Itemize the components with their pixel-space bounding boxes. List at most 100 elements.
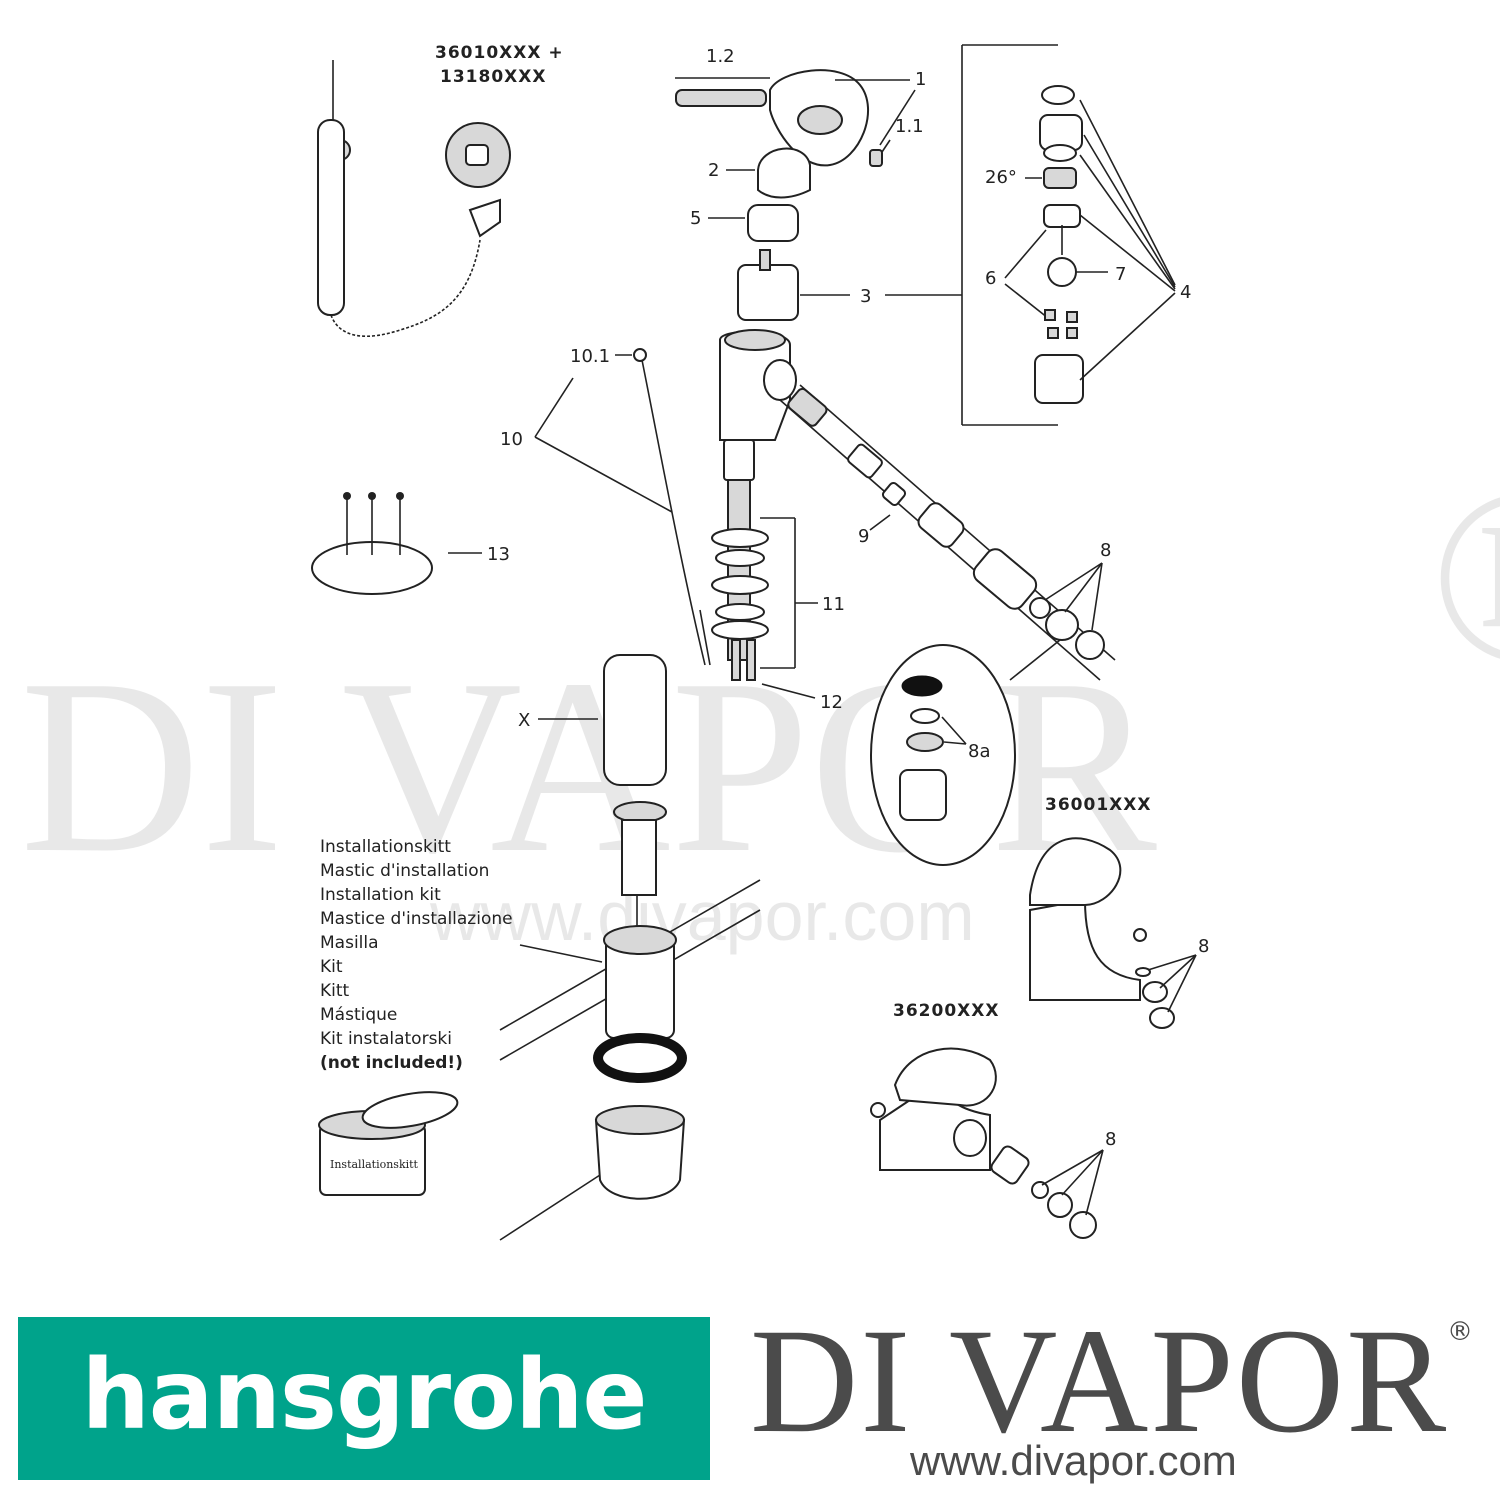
divapor-logo-name: DI VAPOR <box>750 1298 1449 1464</box>
aerator-detail: 8a <box>870 644 1016 866</box>
kit-line-6: Kitt <box>320 981 350 1001</box>
watermark: DI VAPOR ® www.divapor.com <box>20 438 1500 955</box>
rod-knob <box>633 348 647 362</box>
label-10-1: 10.1 <box>570 346 610 367</box>
variant-36001: 36001XXX 8 <box>1029 795 1209 1029</box>
connector-nut <box>787 387 828 427</box>
washer-4 <box>715 603 765 621</box>
stud-1 <box>731 639 741 681</box>
variant-36200-knob <box>870 1102 886 1118</box>
threaded-ring <box>747 204 799 242</box>
waste-rod <box>499 1174 601 1241</box>
label-5: 5 <box>690 208 701 229</box>
waste-seal <box>593 1033 687 1083</box>
code-36010: 36010XXX + <box>435 43 564 63</box>
handle-assembly: 1.2 1 1.1 2 5 3 <box>675 46 962 321</box>
threaded-stud <box>723 439 755 481</box>
label-angle: 26° <box>985 167 1017 188</box>
lever-handle-loop <box>797 105 843 135</box>
label-11: 11 <box>822 594 845 615</box>
diverter-valve <box>847 443 883 479</box>
detail-circle <box>870 644 1016 866</box>
grub-screw <box>869 149 883 167</box>
rod-shaft <box>641 359 706 666</box>
leader-1b <box>879 89 916 146</box>
variant-36001-handle <box>1029 837 1122 906</box>
waste-assembly: X <box>499 654 761 1241</box>
cartridge-detail: 26° 7 6 4 <box>961 44 1191 426</box>
waste-flange <box>603 925 677 955</box>
label-9: 9 <box>858 526 869 547</box>
label-8-36200: 8 <box>1105 1129 1116 1150</box>
label-1-1: 1.1 <box>895 116 924 137</box>
hose-connector <box>468 198 501 238</box>
label-1-2: 1.2 <box>706 46 735 67</box>
divapor-logo: DI VAPOR ® www.divapor.com <box>740 1298 1485 1495</box>
spring-a <box>1044 309 1056 321</box>
mastic-tin-open-lid <box>361 1091 459 1129</box>
variant-36001-knob <box>1133 928 1147 942</box>
label-4: 4 <box>1180 282 1191 303</box>
code-36200: 36200XXX <box>893 1001 999 1021</box>
kit-line-4: Masilla <box>320 933 379 953</box>
spring-b <box>1066 311 1078 323</box>
angle-disc <box>1043 167 1077 189</box>
outlet-aerator <box>1075 630 1105 660</box>
kit-line-2: Installation kit <box>320 885 441 905</box>
variant-36200-handle <box>893 1047 997 1107</box>
cartridge-seal <box>1043 204 1081 228</box>
kit-line-8: Kit instalatorski <box>320 1029 452 1049</box>
outlet-seal <box>1029 597 1051 619</box>
spout-outlet <box>763 359 797 401</box>
cartridge <box>737 264 799 321</box>
aerator-insert <box>901 675 943 697</box>
stud-2 <box>746 639 756 681</box>
hansgrohe-logo-text: hansgrohe <box>81 1339 647 1451</box>
handshower-hose <box>330 239 481 338</box>
aerator-housing <box>972 548 1038 610</box>
waste-nut <box>594 1119 686 1200</box>
pop-up-rod: 10.1 10 <box>500 346 711 666</box>
washer-3 <box>711 575 769 595</box>
handshower-set: 36010XXX + 13180XXX <box>317 43 564 338</box>
spring-d <box>1066 327 1078 339</box>
washer-1 <box>711 528 769 548</box>
handshower-handle <box>317 119 345 316</box>
spring-c <box>1047 327 1059 339</box>
handle-screw-set <box>675 89 767 107</box>
hose-coupling <box>917 502 965 548</box>
washer-2 <box>715 549 765 567</box>
aerator-mesh <box>906 732 944 752</box>
watermark-url: www.divapor.com <box>429 877 975 955</box>
aerator-seal <box>910 708 940 724</box>
label-6: 6 <box>985 268 996 289</box>
kit-line-5: Kit <box>320 957 343 977</box>
kit-line-3: Mastice d'installazione <box>320 909 513 929</box>
seal-ring-2 <box>1043 144 1077 162</box>
tap-body-top <box>724 329 786 351</box>
plug-tool <box>603 654 667 786</box>
label-8a: 8a <box>968 741 990 762</box>
label-2: 2 <box>708 160 719 181</box>
label-12: 12 <box>820 692 843 713</box>
fixing-set: 11 12 <box>711 517 845 713</box>
kit-line-7: Mástique <box>320 1005 397 1025</box>
cover-cap <box>757 147 811 199</box>
fixing-plate <box>711 620 769 640</box>
label-8: 8 <box>1100 540 1111 561</box>
aerator-body <box>899 769 947 821</box>
kit-line-0: Installationskitt <box>320 837 451 857</box>
label-8-36001: 8 <box>1198 936 1209 957</box>
hose-holder-clip <box>465 144 489 166</box>
label-10: 10 <box>500 429 523 450</box>
variant-36001-body <box>1029 898 1141 1001</box>
valve-seal <box>881 481 907 507</box>
cartridge-ball <box>1047 257 1077 287</box>
label-13: 13 <box>487 544 510 565</box>
kit-line-1: Mastic d'installation <box>320 861 489 881</box>
installation-kit-note: Installationskitt Mastic d'installation … <box>318 837 513 1196</box>
code-36001: 36001XXX <box>1045 795 1151 815</box>
seal-ring-top <box>1041 85 1075 105</box>
variant-36200: 36200XXX 8 <box>870 1001 1116 1239</box>
code-13180: 13180XXX <box>440 67 546 87</box>
